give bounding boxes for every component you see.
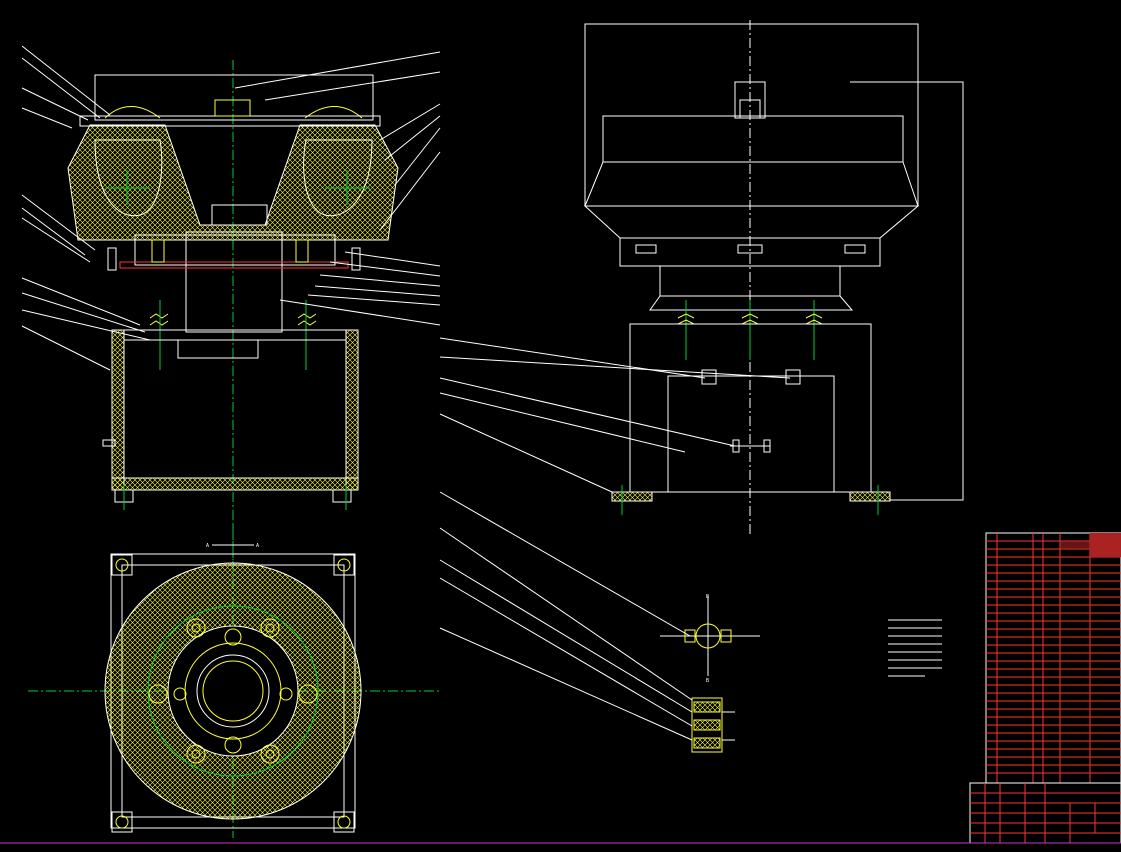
leaders-right	[234, 51, 441, 326]
leaders-left	[21, 45, 151, 371]
front-section-view	[21, 45, 441, 560]
title-block	[969, 782, 1121, 844]
bolt-circle	[148, 618, 318, 764]
section-mark-b-top: B	[706, 594, 709, 600]
technical-notes	[888, 619, 942, 677]
leaders-side	[439, 337, 791, 493]
detail-view-b: B B	[660, 594, 760, 684]
section-mark-b-bottom: B	[706, 678, 709, 684]
section-mark-a-right: A	[256, 543, 259, 549]
side-elevation-view	[439, 20, 964, 535]
parts-list-table	[985, 532, 1121, 784]
top-plan-view: A A	[28, 525, 440, 838]
section-mark-a-left: A	[206, 543, 209, 549]
leaders-detail	[439, 491, 693, 741]
detail-view-c	[439, 491, 735, 753]
